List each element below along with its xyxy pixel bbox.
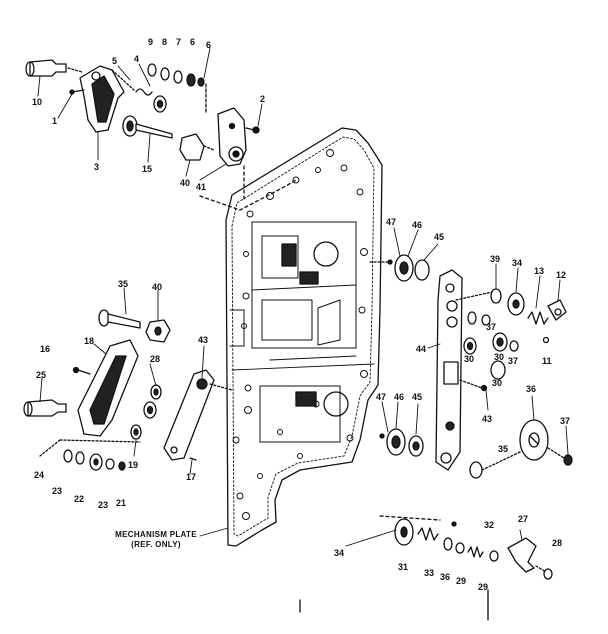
callout-41: 41 xyxy=(196,182,206,192)
callout-3: 3 xyxy=(94,162,99,172)
callout-17: 17 xyxy=(186,472,196,482)
bottom-assembly xyxy=(299,515,553,621)
callout-37a: 37 xyxy=(486,322,496,332)
callout-40a: 40 xyxy=(180,178,190,188)
callout-16: 16 xyxy=(40,344,50,354)
callout-31: 31 xyxy=(398,562,408,572)
callout-9: 9 xyxy=(148,37,153,47)
callout-45b: 45 xyxy=(412,392,422,402)
callout-28b: 28 xyxy=(552,538,562,548)
callout-21: 21 xyxy=(116,498,126,508)
callout-24: 24 xyxy=(34,470,44,480)
callout-47b: 47 xyxy=(376,392,386,402)
callout-19: 19 xyxy=(128,460,138,470)
mechanism-plate-caption: MECHANISM PLATE (REF. ONLY) xyxy=(96,530,216,550)
callout-2: 2 xyxy=(260,94,265,104)
callout-11: 11 xyxy=(542,356,552,366)
callout-44: 44 xyxy=(416,344,426,354)
caption-line-1: MECHANISM PLATE xyxy=(115,530,197,539)
callout-4: 4 xyxy=(134,54,139,64)
callout-47a: 47 xyxy=(386,217,396,227)
callout-22: 22 xyxy=(74,494,84,504)
right-upper-assembly xyxy=(369,254,567,471)
callout-36b: 36 xyxy=(440,572,450,582)
callout-34a: 34 xyxy=(512,258,522,268)
callout-43a: 43 xyxy=(482,414,492,424)
callout-23b: 23 xyxy=(98,500,108,510)
top-left-assembly xyxy=(25,59,297,211)
callout-28a: 28 xyxy=(150,354,160,364)
right-lower-assembly xyxy=(379,419,573,479)
callout-6a: 6 xyxy=(190,37,195,47)
mechanism-plate xyxy=(225,127,383,547)
callout-32: 32 xyxy=(484,520,494,530)
callout-12: 12 xyxy=(556,270,566,280)
left-middle-assembly xyxy=(23,309,233,471)
callout-37c: 37 xyxy=(560,416,570,426)
callout-1: 1 xyxy=(52,116,57,126)
callout-40b: 40 xyxy=(152,282,162,292)
callout-30c: 30 xyxy=(492,378,502,388)
callout-13: 13 xyxy=(534,266,544,276)
callout-35-right: 35 xyxy=(498,444,508,454)
caption-line-2: (REF. ONLY) xyxy=(131,540,181,549)
callout-33: 33 xyxy=(424,568,434,578)
callout-45a: 45 xyxy=(434,232,444,242)
callout-29a: 29 xyxy=(456,576,466,586)
callout-46a: 46 xyxy=(412,220,422,230)
callout-8: 8 xyxy=(162,37,167,47)
callout-37b: 37 xyxy=(508,356,518,366)
callout-27: 27 xyxy=(518,514,528,524)
callout-30a: 30 xyxy=(494,352,504,362)
callout-30b: 30 xyxy=(464,354,474,364)
callout-35: 35 xyxy=(118,279,128,289)
callout-leaders xyxy=(37,47,569,547)
callout-labels: 10 1 3 5 4 9 8 7 6 6 2 15 40 41 47 46 45… xyxy=(32,37,570,592)
callout-23a: 23 xyxy=(52,486,62,496)
callout-10: 10 xyxy=(32,97,42,107)
callout-18: 18 xyxy=(84,336,94,346)
callout-6b: 6 xyxy=(206,40,211,50)
callout-34b: 34 xyxy=(334,548,344,558)
callout-7: 7 xyxy=(176,37,181,47)
callout-29b: 29 xyxy=(478,582,488,592)
callout-46b: 46 xyxy=(394,392,404,402)
callout-43b: 43 xyxy=(198,335,208,345)
callout-39: 39 xyxy=(490,254,500,264)
callout-25: 25 xyxy=(36,370,46,380)
callout-15: 15 xyxy=(142,164,152,174)
callout-36a: 36 xyxy=(526,384,536,394)
callout-5: 5 xyxy=(112,56,117,66)
